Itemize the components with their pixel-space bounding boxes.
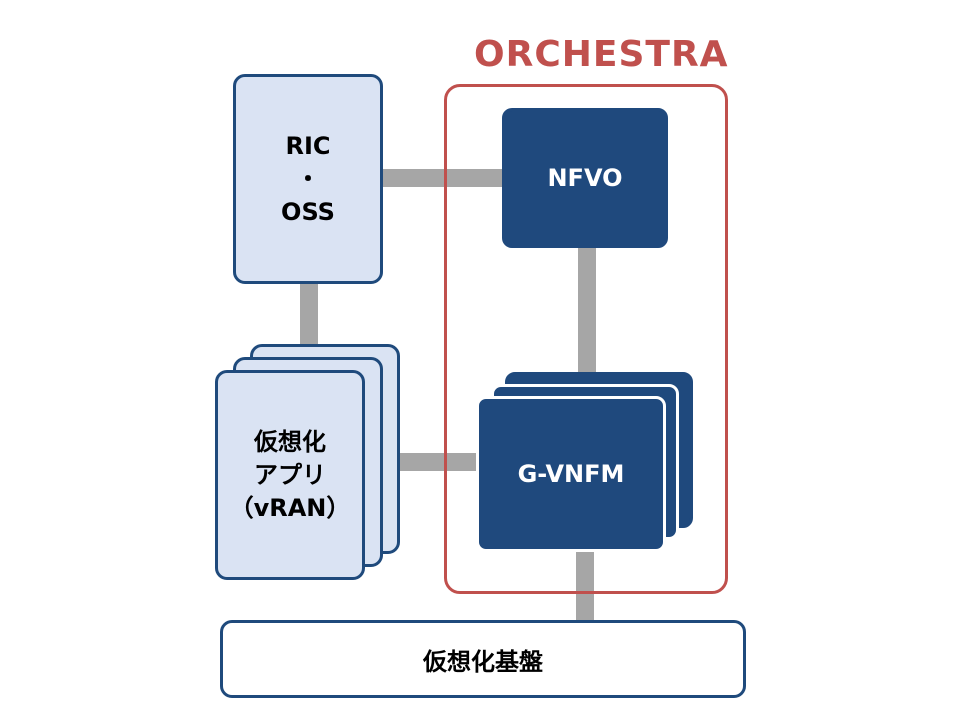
vnfm-label: G-VNFM [517,460,625,488]
ric-label: RIC [285,131,331,160]
nfvo-label: NFVO [547,164,623,192]
orchestra-frame [444,84,728,594]
vnfm-box[interactable]: G-VNFM [476,396,666,552]
vapp-line2: アプリ [254,460,326,489]
connector-vapp-vnfm [398,453,480,471]
infra-label: 仮想化基盤 [423,647,543,676]
oss-label: OSS [281,197,335,226]
connector-vnfm-infra [576,548,594,622]
vapp-line3: （vRAN） [229,493,351,522]
infra-box[interactable]: 仮想化基盤 [220,620,746,698]
orchestra-title: ORCHESTRA [474,34,729,75]
ric-oss-box[interactable]: RIC ・ OSS [233,74,383,284]
vapp-box[interactable]: 仮想化 アプリ （vRAN） [215,370,365,580]
connector-ric-nfvo [380,169,502,187]
nfvo-box[interactable]: NFVO [502,108,668,248]
dot-separator: ・ [296,164,320,193]
vapp-line1: 仮想化 [254,427,326,456]
connector-ric-vapp [300,282,318,348]
connector-nfvo-vnfm [578,247,596,373]
